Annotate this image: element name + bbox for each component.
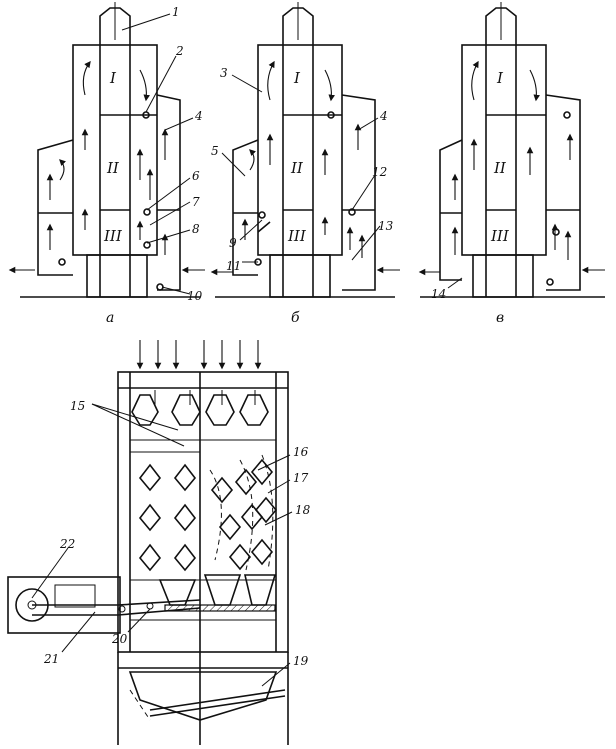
dryer-a-base [20,254,200,298]
dryer-b-label-11: 11 [226,259,241,273]
dryer-a-valve-8 [143,241,151,249]
dryer-c-zone-2: II [493,159,507,177]
section-right-ducts [209,454,278,571]
dryer-c-valve-top [563,111,571,119]
dryer-b-valve-9 [258,211,266,219]
section-top-ducts [131,390,269,426]
dryer-b-zone-3: III [287,227,307,245]
dryer-b-zone-1: I [293,69,301,87]
dryer-b-label-13: 13 [378,219,394,233]
dryer-a-label-4: 4 [194,109,203,123]
dryer-c-caption: в [496,310,504,326]
dryer-b-right-channel [313,94,376,291]
dryer-c-valve-bottom [546,278,554,286]
dryer-a-right-channel [130,94,181,291]
dryer-b-caption: б [291,310,300,326]
section-label-18: 18 [295,503,311,517]
section-label-20: 20 [111,632,128,646]
dryer-b-label-9: 9 [229,236,237,250]
dryer-b-leaders [221,74,381,263]
section-label-15: 15 [70,399,85,413]
dryer-a-valve-left [58,258,66,266]
dryer-a-left-channel [37,139,74,276]
section-label-22: 22 [59,537,75,551]
dryer-c-label-14: 14 [431,287,446,301]
dryer-c-flow-arrows [418,60,605,276]
section-label-16: 16 [293,445,309,459]
dryer-b-top-hood [282,2,314,45]
dryer-c-right-channel [516,94,581,291]
dryer-a-flow-arrows [8,60,205,274]
dryer-b-base [215,254,395,298]
dryer-b-left-channel [232,139,259,276]
dryer-c: I II III 14 в [418,2,605,326]
dryer-a-zone-1: I [109,69,117,87]
dryer-b-label-12: 12 [372,165,387,179]
dryer-b-valve-12 [348,208,356,216]
section-left-ducts [138,463,197,572]
section-discharge-hopper [128,671,286,721]
dryer-b-label-5: 5 [211,144,219,158]
section-label-19: 19 [293,654,309,668]
section-hoppers [158,574,277,612]
section-label-17: 17 [293,471,309,485]
dryer-b-label-4: 4 [379,109,388,123]
dryer-b-zone-2: II [290,159,304,177]
dryer-c-zone-3: III [490,227,510,245]
dryer-a-label-10: 10 [187,289,203,303]
dryer-a-label-7: 7 [192,195,200,209]
section-label-21: 21 [43,652,59,666]
section-frame [117,371,289,745]
dryer-a: I II III 1 2 4 6 7 8 10 а [8,2,205,326]
dryer-b: I II III 3 4 5 12 13 9 11 б [210,2,400,326]
dryer-a-top-hood [99,2,131,45]
dryer-a-label-1: 1 [172,5,180,19]
dryer-c-leader-14 [447,277,463,289]
dryer-b-valve-top [327,111,335,119]
dryer-c-zone-1: I [496,69,504,87]
dryer-a-zone-3: III [103,227,123,245]
dryer-a-label-2: 2 [175,44,184,58]
dryer-b-flow-arrows [210,60,400,276]
dryer-b-shaft [257,44,343,256]
section-inlet-arrows [136,340,262,370]
dryer-a-leaders [121,13,194,295]
dryer-c-valve-mid [552,228,560,236]
dryer-a-zone-2: II [106,159,120,177]
dryer-a-valve-6 [143,208,151,216]
dryer-b-label-3: 3 [220,66,228,80]
dryer-a-caption: а [106,310,114,326]
dryer-c-left-channel [439,139,463,281]
section-leaders [31,403,293,687]
dryer-c-top-hood [485,2,517,45]
dryer-section: 15 16 17 18 19 20 21 22 [7,340,311,745]
dryer-c-base [420,254,605,298]
dryer-a-label-6: 6 [192,169,200,183]
dryer-a-label-8: 8 [192,222,200,236]
section-drive [7,576,201,634]
